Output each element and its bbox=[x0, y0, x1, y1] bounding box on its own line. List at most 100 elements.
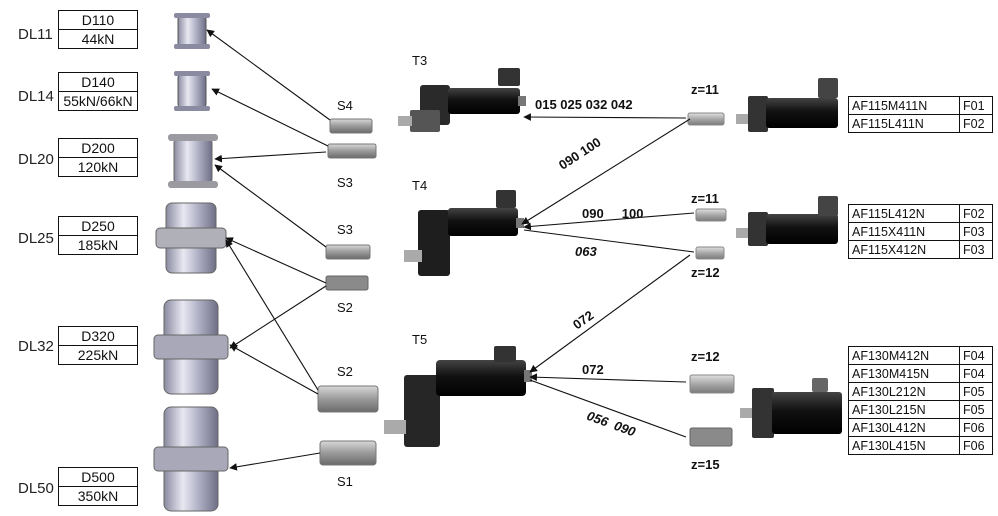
pinion-z12-low-image bbox=[689, 374, 735, 394]
motor-f-cell: F04 bbox=[959, 364, 993, 383]
motor-f-cell: F06 bbox=[959, 418, 993, 437]
pinion-z11-mid-image bbox=[695, 208, 727, 222]
motor-code-cell: AF115L411N bbox=[848, 114, 960, 133]
motor-code-cell: AF115X411N bbox=[848, 222, 960, 241]
gearbox-t4-image bbox=[404, 190, 524, 276]
wheel-dl50-load: 350kN bbox=[77, 488, 119, 504]
motor-table-2: AF115L412N F02 AF115X411N F03 AF115X412N… bbox=[848, 204, 993, 259]
table-row: AF115L411N F02 bbox=[848, 114, 993, 133]
shaft-s1-label: S1 bbox=[337, 474, 353, 489]
pinion-z12-mid-image bbox=[695, 246, 725, 260]
wheel-dl50-label: DL50 bbox=[18, 480, 54, 497]
pinion-z11-mid-label: z=11 bbox=[691, 191, 719, 206]
shaft-s1-image bbox=[319, 440, 377, 466]
motor-group-1-image bbox=[736, 78, 838, 132]
wheel-dl50-image bbox=[153, 406, 229, 512]
table-row: AF115L412N F02 bbox=[848, 204, 993, 223]
motor-f-cell: F02 bbox=[959, 204, 993, 223]
wheel-dl20-diameter: D200 bbox=[59, 139, 137, 158]
wheel-dl25-image bbox=[155, 202, 227, 274]
wheel-dl25-load: 185kN bbox=[77, 237, 119, 253]
shaft-s4-label: S4 bbox=[337, 98, 353, 113]
motor-code-cell: AF130L215N bbox=[848, 400, 960, 419]
pinion-z12-low-label: z=12 bbox=[691, 349, 720, 364]
shaft-s2-upper-label: S2 bbox=[337, 300, 353, 315]
wheel-dl20-image bbox=[168, 134, 218, 188]
motor-f-cell: F05 bbox=[959, 382, 993, 401]
wheel-dl25-diameter: D250 bbox=[59, 217, 137, 236]
wheel-dl20-load: 120kN bbox=[77, 159, 119, 175]
ratio-t4-right-label: 090 100 bbox=[582, 206, 644, 221]
motor-code-cell: AF130L412N bbox=[848, 418, 960, 437]
table-row: AF115X411N F03 bbox=[848, 222, 993, 241]
motor-code-cell: AF130L212N bbox=[848, 382, 960, 401]
shaft-s3-upper-label: S3 bbox=[337, 175, 353, 190]
wheel-dl32-image bbox=[153, 299, 229, 395]
wheel-dl20-label: DL20 bbox=[18, 151, 54, 168]
table-row: AF130M412N F04 bbox=[848, 346, 993, 365]
wheel-dl50-diameter: D500 bbox=[59, 468, 137, 487]
shaft-s3-lower-label: S3 bbox=[337, 222, 353, 237]
table-row: AF115M411N F01 bbox=[848, 96, 993, 115]
motor-code-cell: AF115X412N bbox=[848, 240, 960, 259]
ratio-t5-mid-label: 072 bbox=[582, 362, 604, 377]
wheel-dl25-spec: D250 185kN bbox=[58, 216, 138, 255]
motor-f-cell: F03 bbox=[959, 222, 993, 241]
motor-code-cell: AF130M412N bbox=[848, 346, 960, 365]
wheel-dl11-spec: D110 44kN bbox=[58, 10, 138, 49]
motor-f-cell: F02 bbox=[959, 114, 993, 133]
wheel-dl14-diameter: D140 bbox=[59, 73, 137, 92]
table-row: AF115X412N F03 bbox=[848, 240, 993, 259]
motor-f-cell: F06 bbox=[959, 436, 993, 455]
connection-arrows bbox=[206, 29, 695, 471]
shaft-s2-lower-label: S2 bbox=[337, 364, 353, 379]
wheel-dl14-load: 55kN/66kN bbox=[63, 93, 133, 109]
gearbox-t3-image bbox=[398, 68, 526, 132]
wheel-dl20-spec: D200 120kN bbox=[58, 138, 138, 177]
table-row: AF130L215N F05 bbox=[848, 400, 993, 419]
wheel-dl11-label: DL11 bbox=[18, 26, 53, 43]
motor-group-3-image bbox=[740, 378, 842, 438]
wheel-dl11-load: 44kN bbox=[81, 31, 115, 47]
wheel-dl32-diameter: D320 bbox=[59, 327, 137, 346]
wheel-dl50-spec: D500 350kN bbox=[58, 467, 138, 506]
wheel-dl32-label: DL32 bbox=[18, 338, 54, 355]
gearbox-t4-label: T4 bbox=[412, 178, 428, 193]
wheel-dl14-label: DL14 bbox=[18, 88, 54, 105]
wheel-dl14-spec: D140 55kN/66kN bbox=[58, 72, 138, 111]
shaft-s3-lower-image bbox=[325, 244, 371, 260]
motor-code-cell: AF115M411N bbox=[848, 96, 960, 115]
wheel-dl32-spec: D320 225kN bbox=[58, 326, 138, 365]
pinion-z15-image bbox=[689, 427, 733, 447]
wheel-dl25-label: DL25 bbox=[18, 230, 54, 247]
wheel-dl11-diameter: D110 bbox=[59, 11, 137, 30]
motor-code-cell: AF130M415N bbox=[848, 364, 960, 383]
pinion-z15-label: z=15 bbox=[691, 457, 720, 472]
table-row: AF130L412N F06 bbox=[848, 418, 993, 437]
pinion-z11-top-label: z=11 bbox=[691, 82, 719, 97]
table-row: AF130L212N F05 bbox=[848, 382, 993, 401]
gearbox-t5-image bbox=[384, 346, 532, 447]
ratio-t4-low-label: 063 bbox=[575, 244, 597, 259]
motor-f-cell: F01 bbox=[959, 96, 993, 115]
pinion-z12-mid-label: z=12 bbox=[691, 265, 720, 280]
wheel-dl11-image bbox=[174, 13, 210, 49]
motor-table-1: AF115M411N F01 AF115L411N F02 bbox=[848, 96, 993, 133]
wheel-dl32-load: 225kN bbox=[77, 347, 119, 363]
gearbox-t3-label: T3 bbox=[412, 53, 428, 68]
motor-f-cell: F05 bbox=[959, 400, 993, 419]
motor-group-2-image bbox=[736, 196, 838, 246]
table-row: AF130M415N F04 bbox=[848, 364, 993, 383]
gearbox-t5-label: T5 bbox=[412, 332, 428, 347]
motor-code-cell: AF115L412N bbox=[848, 204, 960, 223]
motor-f-cell: F03 bbox=[959, 240, 993, 259]
table-row: AF130L415N F06 bbox=[848, 436, 993, 455]
shaft-s3-upper-image bbox=[327, 143, 377, 159]
ratio-t3-label: 015 025 032 042 bbox=[535, 97, 633, 112]
motor-table-3: AF130M412N F04 AF130M415N F04 AF130L212N… bbox=[848, 346, 993, 455]
motor-f-cell: F04 bbox=[959, 346, 993, 365]
shaft-s2-upper-image bbox=[325, 275, 369, 291]
shaft-s2-lower-image bbox=[317, 385, 379, 413]
motor-code-cell: AF130L415N bbox=[848, 436, 960, 455]
